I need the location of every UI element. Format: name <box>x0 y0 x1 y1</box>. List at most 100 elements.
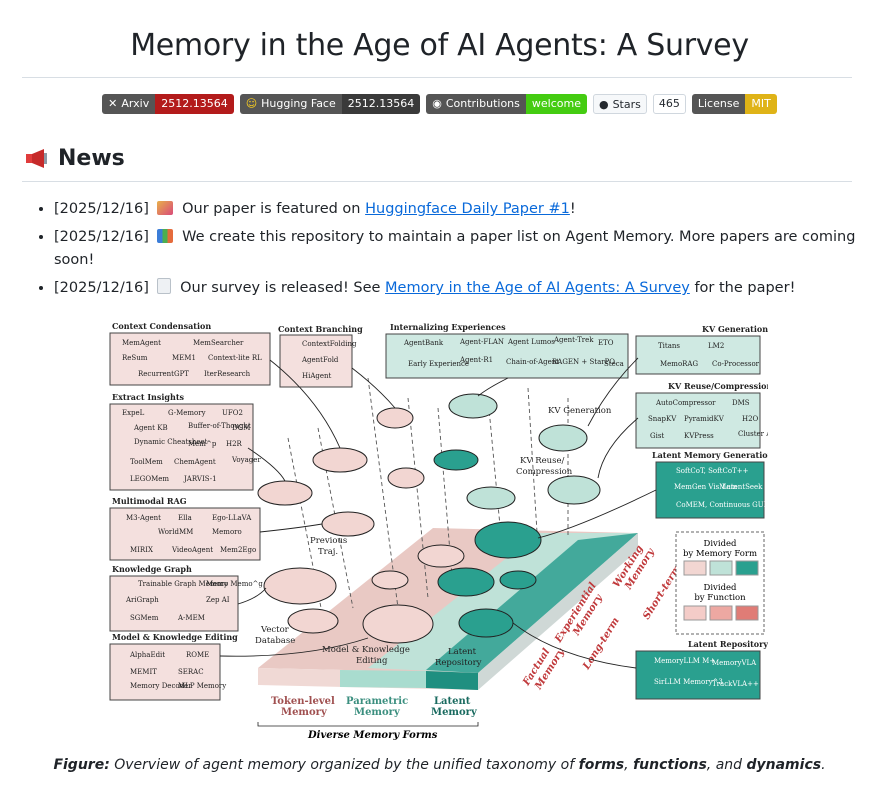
figure-item-label: UFO2 <box>222 409 243 417</box>
figure-item-label: SGMem <box>130 614 159 622</box>
latent-repository-title: Latent Repository <box>688 639 768 649</box>
figure-item-label: AgentFold <box>301 356 339 364</box>
figure-item-label: ReSum <box>122 354 148 362</box>
figure-item-label: by Function <box>694 593 746 603</box>
figure-item-label: Zep AI <box>206 596 230 604</box>
latent-memory-generation-title: Latent Memory Generation <box>652 450 768 460</box>
title-divider <box>22 77 852 78</box>
huggingface-badge[interactable]: ☺Hugging Face 2512.13564 <box>240 94 421 114</box>
figure-item-label: IterResearch <box>204 370 251 378</box>
figure-item-label: ETO <box>598 339 614 347</box>
figure-item-label: AlphaEdit <box>129 651 165 659</box>
figure-item-label: ContextFolding <box>302 340 357 348</box>
figure-item-label: Agent-R1 <box>459 356 493 364</box>
multimodal-rag-title: Multimodal RAG <box>112 496 187 506</box>
latent-repository-label: Latent <box>448 647 477 657</box>
figure-item-label: MIRIX <box>130 546 153 554</box>
figure-item-label: RecurrentGPT <box>138 370 189 378</box>
figure-item-label: Titans <box>658 342 680 350</box>
figure-item-label: Database <box>255 636 295 646</box>
figure-item-label: DMS <box>732 399 750 407</box>
figure-item-label: ExpeL <box>122 409 145 417</box>
figure-item-label: M3-Agent <box>126 514 161 522</box>
figure-caption: Figure: Overview of agent memory organiz… <box>0 757 879 773</box>
figure-item-label: MEM1 <box>172 354 196 362</box>
figure-item-label: Gist <box>650 432 664 440</box>
figure-item-label: ROME <box>186 651 209 659</box>
figure-item-label: MLP Memory <box>178 682 226 690</box>
latent-label: Latent <box>434 696 471 707</box>
figure-item-label: Ego-LLaVA <box>212 514 252 522</box>
context-branching-title: Context Branching <box>278 324 363 334</box>
arxiv-icon: ✕ <box>108 94 117 114</box>
figure-item-label: TrackVLA++ <box>712 680 759 688</box>
news-list: [2025/12/16] Our paper is featured on Hu… <box>22 198 874 305</box>
previous-traj-label: Previous <box>310 536 347 546</box>
diverse-forms-label: Diverse Memory Forms <box>307 730 438 741</box>
figure-item-label: CoMEM, Continuous GUI Memory <box>676 501 768 509</box>
kv-generation-label: KV Generation <box>548 406 612 416</box>
figure-item-label: Agent Lumos <box>507 338 555 346</box>
extract-insights-title: Extract Insights <box>112 392 185 402</box>
huggingface-daily-paper-link[interactable]: Huggingface Daily Paper #1 <box>365 201 570 217</box>
github-icon: ◉ <box>432 94 442 114</box>
figure-item-label: AgentBank <box>403 339 444 347</box>
figure-item-label: G-Memory <box>168 409 206 417</box>
figure-item-label: Agent-Trek <box>553 336 594 344</box>
knowledge-graph-title: Knowledge Graph <box>112 564 192 574</box>
figure-item-label: Ella <box>178 514 192 522</box>
contributions-badge[interactable]: ◉Contributions welcome <box>426 94 587 114</box>
news-divider <box>22 181 852 182</box>
github-icon: ● <box>599 98 609 111</box>
figure-item-label: Memo Memo^g <box>206 580 263 588</box>
figure-item-label: DGM <box>232 424 250 432</box>
figure-item-label: MEMIT <box>130 668 157 676</box>
kv-generation-title: KV Generation <box>702 324 768 334</box>
figure-item-label: LatentSeek <box>722 483 763 491</box>
parametric-label: Parametric <box>346 696 408 707</box>
github-stars-badge[interactable]: ●Stars 465 <box>593 94 686 114</box>
figure-item-label: H2R <box>226 440 243 448</box>
figure-item-label: Context-lite RL <box>208 354 262 362</box>
figure-item-label: MemoryLLM M+ <box>654 657 715 665</box>
news-item: [2025/12/16] We create this repository t… <box>54 226 874 272</box>
survey-paper-link[interactable]: Memory in the Age of AI Agents: A Survey <box>385 280 690 296</box>
figure-item-label: VideoAgent <box>171 546 213 554</box>
figure-item-label: Memory <box>354 707 401 718</box>
page-icon <box>157 278 171 294</box>
context-condensation-title: Context Condensation <box>112 321 211 331</box>
figure-item-label: WorldMM <box>158 528 193 536</box>
token-level-label: Token-level <box>271 696 335 707</box>
figure-item-label: ChemAgent <box>174 458 216 466</box>
figure-item-label: by Memory Form <box>683 549 757 559</box>
figure-item-label: MemSearcher <box>193 339 244 347</box>
figure-item-label: SoftCoT, SoftCoT++ <box>676 467 749 475</box>
license-badge[interactable]: License MIT <box>692 94 777 114</box>
figure-item-label: Co-Processor <box>712 360 760 368</box>
figure-item-label: Steca <box>604 360 624 368</box>
news-item: [2025/12/16] Our paper is featured on Hu… <box>54 198 874 221</box>
figure-item-label: Agent KB <box>133 424 168 432</box>
figure-item-label: Divided <box>704 583 738 593</box>
arxiv-badge[interactable]: ✕Arxiv 2512.13564 <box>102 94 234 114</box>
vector-database-label: Vector <box>260 625 290 635</box>
figure-item-label: H2O <box>742 415 759 423</box>
megaphone-icon <box>24 148 48 170</box>
figure-item-label: Divided <box>704 539 738 549</box>
news-heading: News <box>24 146 125 171</box>
figure-item-label: A-MEM <box>177 614 205 622</box>
figure-item-label: Mem2Ego <box>220 546 256 554</box>
figure-item-label: MemoryVLA <box>712 659 757 667</box>
model-editing-title: Model & Knowledge Editing <box>112 632 238 642</box>
legend-box: Divided by Memory Form Divided by Functi… <box>676 532 764 634</box>
figure-item-label: Mem^p <box>188 440 217 448</box>
stars-count: 465 <box>653 94 686 114</box>
figure-item-label: SERAC <box>178 668 204 676</box>
figure-item-label: Memory <box>281 707 328 718</box>
page-title: Memory in the Age of AI Agents: A Survey <box>0 28 879 63</box>
figure-item-label: MemoRAG <box>660 360 698 368</box>
figure-item-label: Memoro <box>212 528 242 536</box>
figure-item-label: Traj. <box>318 547 338 557</box>
figure-item-label: KVPress <box>684 432 714 440</box>
